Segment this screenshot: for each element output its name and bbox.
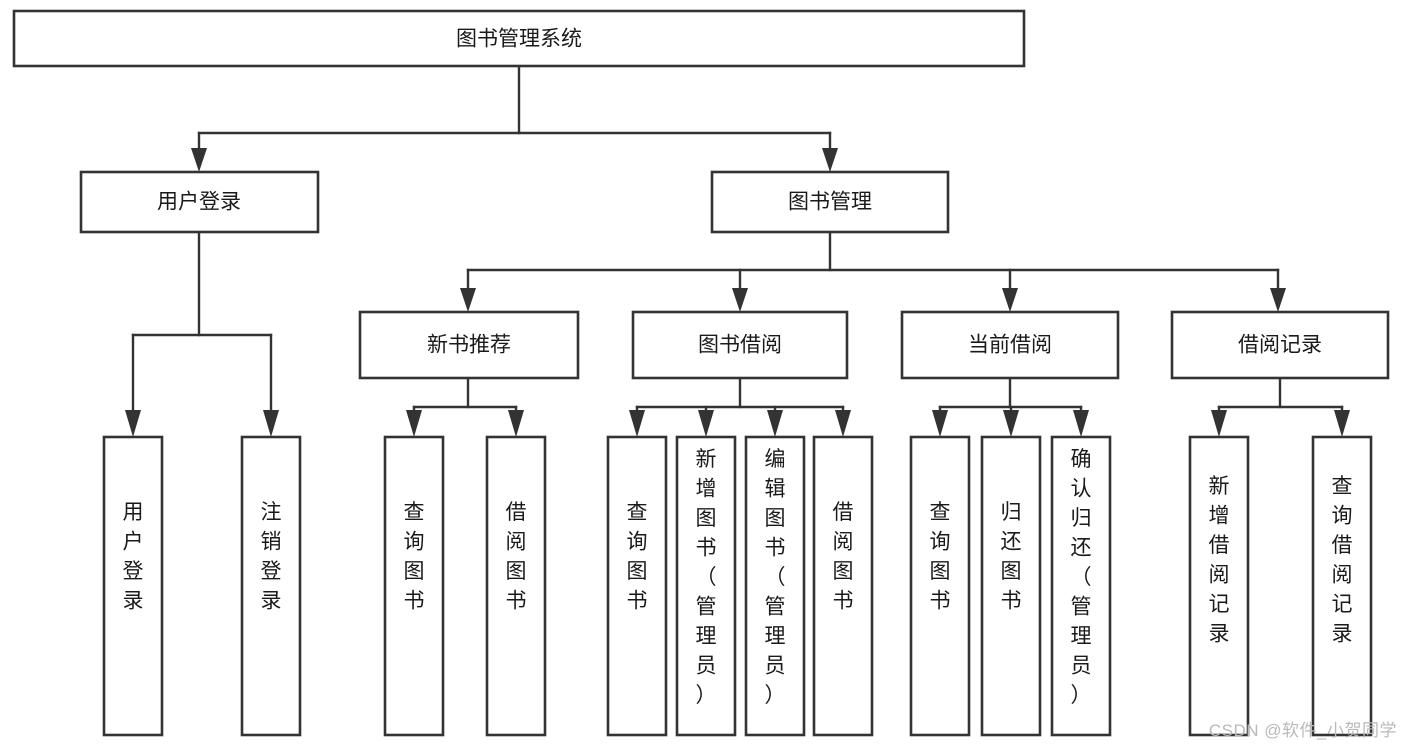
node-borrow-record-label: 借阅记录 (1238, 334, 1322, 357)
arrowhead-leaf-logout (263, 410, 279, 437)
node-book-borrow-label: 图书借阅 (698, 334, 782, 357)
node-root[interactable]: 图书管理系统 (12, 9, 1026, 68)
edge-layer (125, 64, 1350, 437)
arrowhead-leaf-borrow-book-2 (835, 410, 851, 437)
node-leaf-query-book-3-label: 查询图书 (930, 501, 951, 613)
node-current-borrow[interactable]: 当前借阅 (900, 310, 1120, 380)
arrowhead-current-borrow (1002, 288, 1018, 312)
node-leaf-borrow-book-2[interactable]: 借阅图书 (812, 435, 874, 737)
node-book-borrow[interactable]: 图书借阅 (631, 310, 849, 380)
node-leaf-query-book-1-box[interactable] (383, 435, 445, 737)
node-user-login[interactable]: 用户登录 (79, 170, 320, 234)
node-new-book-recommend[interactable]: 新书推荐 (358, 310, 580, 380)
node-leaf-borrow-book-2-label: 借阅图书 (833, 501, 854, 613)
arrowhead-leaf-query-book-3 (932, 410, 948, 437)
node-leaf-confirm-return-label: 确认归还（管理员） (1071, 448, 1092, 707)
node-new-book-recommend-box[interactable] (358, 310, 580, 380)
node-leaf-add-record-box[interactable] (1188, 435, 1250, 737)
node-leaf-edit-book-box[interactable] (744, 435, 806, 737)
node-root-box[interactable] (12, 9, 1026, 68)
node-leaf-confirm-return-box[interactable] (1050, 435, 1112, 737)
node-new-book-recommend-label: 新书推荐 (427, 334, 511, 357)
node-leaf-confirm-return[interactable]: 确认归还（管理员） (1050, 435, 1112, 737)
node-leaf-return-book-label: 归还图书 (1001, 501, 1022, 613)
node-current-borrow-label: 当前借阅 (968, 334, 1052, 357)
node-leaf-add-book[interactable]: 新增图书（管理员） (675, 435, 737, 737)
node-leaf-query-book-1[interactable]: 查询图书 (383, 435, 445, 737)
node-leaf-query-record-label: 查询借阅记录 (1332, 475, 1353, 646)
arrowhead-user-login (191, 148, 207, 172)
node-leaf-user-login[interactable]: 用户登录 (102, 435, 164, 737)
node-leaf-query-book-2-box[interactable] (606, 435, 668, 737)
arrowhead-leaf-add-book (698, 410, 714, 437)
node-leaf-add-book-box[interactable] (675, 435, 737, 737)
node-leaf-edit-book-label: 编辑图书（管理员） (765, 448, 786, 707)
arrowhead-leaf-user-login (125, 410, 141, 437)
arrowhead-leaf-return-book (1003, 410, 1019, 437)
node-borrow-record[interactable]: 借阅记录 (1170, 310, 1390, 380)
node-leaf-query-book-2[interactable]: 查询图书 (606, 435, 668, 737)
node-leaf-query-record[interactable]: 查询借阅记录 (1311, 435, 1373, 737)
node-root-label: 图书管理系统 (456, 28, 582, 51)
node-leaf-logout-box[interactable] (240, 435, 302, 737)
node-user-login-box[interactable] (79, 170, 320, 234)
node-leaf-query-book-1-label: 查询图书 (404, 501, 425, 613)
node-leaf-add-record-label: 新增借阅记录 (1209, 475, 1230, 646)
node-leaf-user-login-box[interactable] (102, 435, 164, 737)
node-book-manage-box[interactable] (710, 170, 950, 234)
arrowhead-leaf-borrow-book-1 (508, 410, 524, 437)
arrowhead-new-book-recommend (460, 288, 476, 312)
node-leaf-return-book-box[interactable] (980, 435, 1042, 737)
arrowhead-borrow-record (1270, 288, 1286, 312)
node-leaf-borrow-book-1-label: 借阅图书 (506, 501, 527, 613)
arrowhead-leaf-confirm-return (1073, 410, 1089, 437)
node-leaf-query-book-2-label: 查询图书 (627, 501, 648, 613)
node-borrow-record-box[interactable] (1170, 310, 1390, 380)
arrowhead-book-borrow (732, 288, 748, 312)
node-user-login-label: 用户登录 (157, 191, 241, 214)
node-leaf-borrow-book-1[interactable]: 借阅图书 (485, 435, 547, 737)
node-book-borrow-box[interactable] (631, 310, 849, 380)
node-leaf-query-record-box[interactable] (1311, 435, 1373, 737)
arrowhead-leaf-edit-book (767, 410, 783, 437)
node-leaf-edit-book[interactable]: 编辑图书（管理员） (744, 435, 806, 737)
node-book-manage-label: 图书管理 (788, 191, 872, 214)
node-leaf-add-book-label: 新增图书（管理员） (696, 448, 717, 707)
node-leaf-borrow-book-2-box[interactable] (812, 435, 874, 737)
arrowhead-leaf-add-record (1211, 410, 1227, 437)
node-leaf-query-book-3[interactable]: 查询图书 (909, 435, 971, 737)
node-leaf-query-book-3-box[interactable] (909, 435, 971, 737)
arrowhead-leaf-query-book-1 (406, 410, 422, 437)
node-leaf-add-record[interactable]: 新增借阅记录 (1188, 435, 1250, 737)
node-leaf-return-book[interactable]: 归还图书 (980, 435, 1042, 737)
arrowhead-leaf-query-record (1334, 410, 1350, 437)
node-leaf-borrow-book-1-box[interactable] (485, 435, 547, 737)
arrowhead-book-manage (822, 148, 838, 172)
node-book-manage[interactable]: 图书管理 (710, 170, 950, 234)
node-leaf-logout[interactable]: 注销登录 (240, 435, 302, 737)
arrowhead-leaf-query-book-2 (629, 410, 645, 437)
node-leaf-user-login-label: 用户登录 (123, 501, 144, 613)
node-leaf-logout-label: 注销登录 (261, 501, 282, 613)
node-current-borrow-box[interactable] (900, 310, 1120, 380)
node-layer: 图书管理系统 用户登录 图书管理 新书推荐 图书借阅 (12, 9, 1390, 737)
